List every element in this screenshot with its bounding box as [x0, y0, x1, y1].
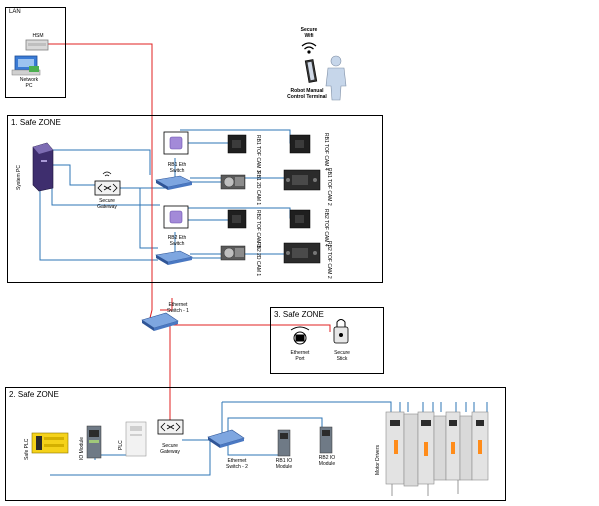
secure-wifi-icon [301, 42, 317, 54]
rb1-tof-cam3-label: RB1 TOF CAM 3 [255, 135, 261, 173]
plc-label: PLC [118, 440, 124, 450]
secure-gateway-2-icon [157, 419, 184, 435]
ethernet-switch-2-label: Ethernet Switch - 2 [226, 458, 248, 470]
secure-stick-label: Secure Stick [334, 350, 350, 362]
secure-gateway-2-label: Secure Gateway [160, 443, 180, 455]
rb2-switch-hardware-icon [155, 250, 193, 265]
secure-gateway-1-label: Secure Gateway [97, 198, 117, 210]
link-syspc-gateway [52, 164, 95, 186]
ethernet-port-icon [290, 326, 310, 345]
rb2-tof-cam2-label: RB2 TOF CAM 2 [326, 241, 332, 279]
rb1-2d-cam1-icon [220, 174, 246, 190]
io-module-label: IO Module [79, 436, 85, 460]
hsm-icon [25, 39, 49, 51]
rb2-eth-switch-icon [163, 205, 189, 229]
link-plc-switch2 [50, 440, 211, 476]
io-module-icon [86, 425, 102, 459]
safe-zone-2: 2. Safe ZONE [5, 387, 506, 501]
safe-zone-3: 3. Safe ZONE [270, 307, 384, 374]
rb2-2d-cam1-icon [220, 245, 246, 261]
rb1-io-module-label: RB1 IO Module [275, 458, 293, 470]
ethernet-port-label: Ethernet Port [290, 350, 310, 362]
ethernet-switch-1-icon [141, 312, 179, 331]
uplink-red [48, 43, 331, 420]
link-lan-switch1 [48, 43, 153, 310]
secure-stick-icon [333, 319, 349, 344]
rb1-tof-cam3-icon [227, 134, 247, 154]
lan-zone-title: LAN [9, 9, 21, 15]
hsm-label: HSM [32, 33, 44, 39]
rb1-tof-cam4-label: RB1 TOF CAM 4 [323, 133, 329, 171]
safe-zone-2-title: 2. Safe ZONE [9, 390, 59, 399]
rb2-2d-cam1-label: RB2 2D CAM 1 [255, 242, 261, 277]
safe-zone-3-title: 3. Safe ZONE [274, 310, 324, 319]
safe-zone-1: 1. Safe ZONE [7, 115, 383, 283]
link-gateway-rb2switch [120, 187, 158, 249]
rb1-io-module-icon [277, 429, 291, 457]
rb1-switch-hardware-icon [155, 175, 193, 190]
rb2-tof-cam3-icon [227, 209, 247, 229]
plc-icon [125, 421, 147, 457]
network-pc-icon [11, 55, 41, 76]
rb1-eth-switch-icon [163, 131, 189, 155]
terminal-label: Robot Manual Control Terminal [287, 88, 327, 100]
rb1-eth-switch-label: RB1 Eth Switch [167, 162, 187, 174]
rb1-tof-cam4-icon [289, 134, 311, 154]
rb2-io-module-icon [319, 426, 333, 454]
rb2-eth-switch-label: RB2 Eth Switch [167, 235, 187, 247]
secure-gateway-1-icon [94, 171, 121, 196]
ethernet-switch-1-label: Ethernet Switch - 1 [167, 302, 189, 314]
motor-drivers-label: Motor Drivers [375, 444, 381, 475]
motor-drivers-icon [385, 411, 489, 496]
system-pc-icon [32, 142, 54, 192]
link-switch1-ethernetport [170, 324, 331, 332]
rb1-tof-cam2-label: RB1 TOF CAM 2 [326, 168, 332, 206]
rb2-io-module-label: RB2 IO Module [318, 455, 336, 467]
system-pc-label: System PC [16, 164, 22, 190]
rb2-tof-cam4-icon [289, 209, 311, 229]
lan-zone: LAN [5, 7, 66, 98]
link-syspc-rb1switch [52, 149, 151, 175]
operator-person-icon [325, 55, 347, 101]
safe-plc-label: Safe PLC [24, 438, 30, 460]
link-syspc-rb2switch [39, 188, 158, 261]
rb1-tof-cam2-icon [283, 169, 321, 191]
ethernet-switch-2-icon [207, 429, 245, 448]
network-pc-label: Network PC [19, 77, 39, 89]
rb2-tof-cam2-icon [283, 242, 321, 264]
safe-plc-icon [31, 432, 69, 454]
rb1-2d-cam1-label: RB1 2D CAM 1 [255, 171, 261, 206]
safe-zone-1-title: 1. Safe ZONE [11, 118, 61, 127]
secure-wifi-label: Secure Wifi [300, 27, 318, 39]
control-terminal-icon [304, 59, 318, 83]
